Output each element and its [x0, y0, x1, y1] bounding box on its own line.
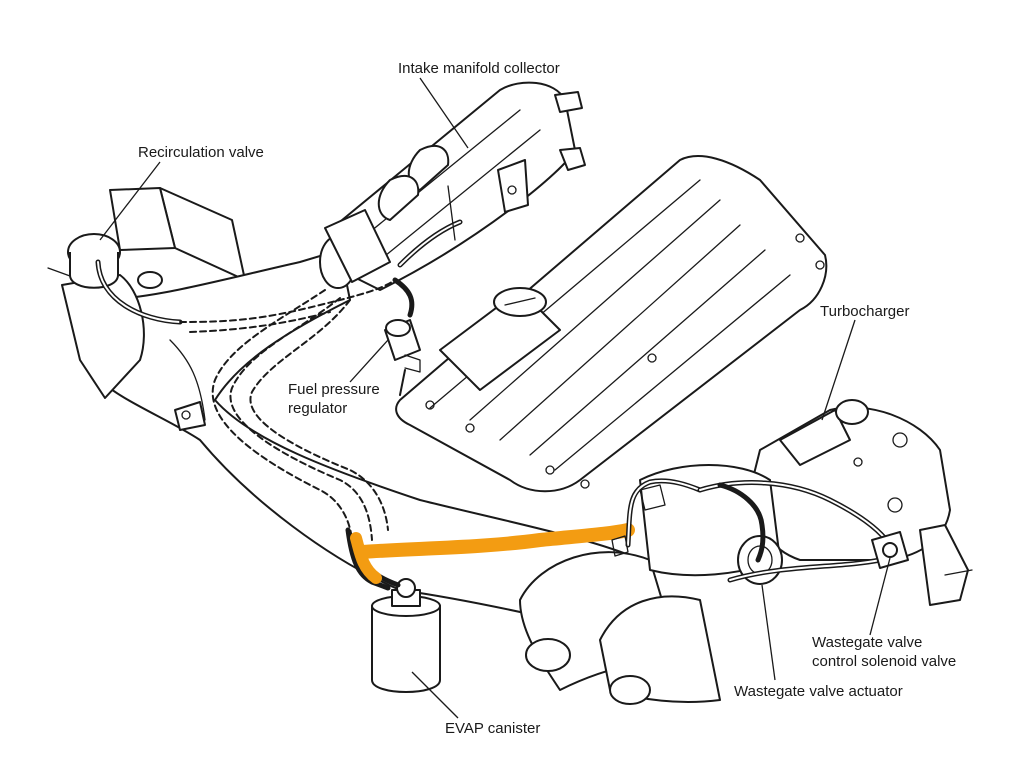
- label-wastegate-solenoid-line2: control solenoid valve: [812, 653, 957, 670]
- recirculation-bracket-box: [47, 187, 246, 281]
- vacuum-dashed-lines: [179, 279, 396, 541]
- label-wastegate-actuator: Wastegate valve actuator: [734, 683, 903, 700]
- label-fuel-pressure-regulator-line1: Fuel pressure: [288, 381, 380, 398]
- fuel-rail-hoses: [392, 185, 463, 318]
- label-evap-canister: EVAP canister: [445, 720, 541, 737]
- evap-canister-body: [371, 578, 441, 693]
- turbocharger: [749, 399, 973, 606]
- fuel-pressure-regulator: [384, 319, 421, 396]
- label-fuel-pressure-regulator-line2: regulator: [288, 400, 348, 417]
- intake-manifold-collector: [319, 81, 586, 291]
- rocker-cover: [395, 155, 828, 493]
- highlighted-purge-hose: [350, 523, 635, 584]
- label-recirculation-valve: Recirculation valve: [138, 144, 264, 161]
- label-turbocharger: Turbocharger: [820, 303, 910, 320]
- lower-intake-elbows: [519, 551, 721, 705]
- label-intake-manifold-collector: Intake manifold collector: [398, 60, 560, 77]
- wastegate-hoses: [611, 478, 909, 583]
- label-wastegate-solenoid-line1: Wastegate valve: [812, 634, 923, 651]
- label-leader-lines: [99, 77, 891, 719]
- recirculation-hose: [95, 259, 183, 325]
